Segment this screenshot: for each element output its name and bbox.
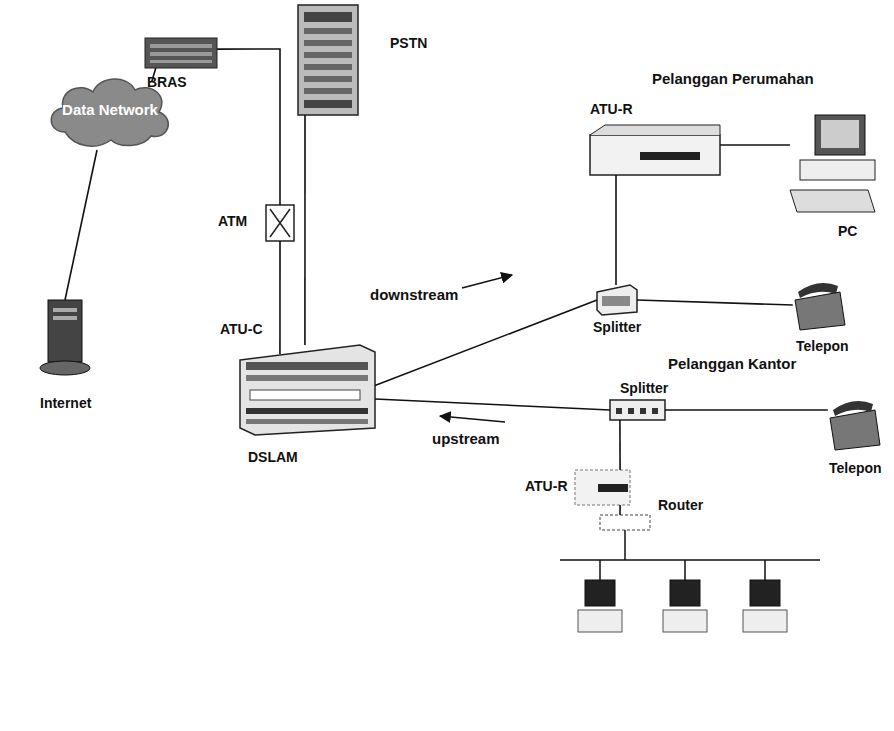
device-node: PSTN: [298, 5, 358, 115]
device-label: Internet: [40, 395, 91, 411]
device-label: Splitter: [593, 319, 641, 335]
device-node: ATU-R: [590, 125, 720, 175]
cable-connector: [375, 399, 610, 410]
cloud-label: Data Network: [62, 102, 158, 119]
device-label: ATU-C: [220, 321, 263, 337]
cable-connector: [375, 300, 597, 386]
cable-connector: [615, 175, 617, 285]
group-label: Pelanggan Kantor: [668, 355, 796, 372]
cable-connector: [720, 144, 790, 146]
group-label: Pelanggan Perumahan: [652, 70, 814, 87]
device-node: ATU-R: [575, 470, 630, 505]
device-label: ATM: [218, 213, 247, 229]
device-label: Splitter: [620, 380, 668, 396]
office-lan: [560, 530, 820, 580]
device-label: Router: [658, 497, 703, 513]
office-pc: [578, 580, 622, 632]
device-label: BRAS: [147, 74, 187, 90]
device-node: Splitter: [597, 285, 637, 315]
pc-computer: [790, 115, 875, 212]
internet-server: [40, 300, 90, 375]
dslam-device: [240, 345, 375, 435]
device-node: Splitter: [610, 400, 665, 420]
device-node: BRAS: [145, 38, 217, 68]
device-label: PSTN: [390, 35, 427, 51]
cable-connector: [637, 300, 793, 305]
device-node: Internet: [40, 300, 90, 375]
direction-label: upstream: [432, 430, 500, 447]
router-device: [600, 515, 650, 530]
cable-connector: [279, 241, 281, 354]
upstream-arrow: [440, 416, 505, 422]
device-node: Telepon: [790, 280, 845, 330]
device-label: Telepon: [796, 338, 849, 354]
cable-connector: [65, 150, 97, 300]
atm-switch: [266, 205, 294, 241]
device-node: ATU-CDSLAM: [240, 345, 375, 435]
device-label: ATU-R: [590, 101, 633, 117]
office-pc: [743, 580, 787, 632]
device-label: Telepon: [829, 460, 882, 476]
device-node: ATM: [266, 205, 294, 241]
telephone: [795, 283, 845, 330]
device-label: PC: [838, 223, 857, 239]
direction-label: downstream: [370, 286, 458, 303]
cable-connector: [665, 409, 828, 411]
splitter-device: [610, 400, 665, 420]
pstn-rack: [298, 5, 358, 115]
device-node: Router: [600, 515, 650, 530]
device-label: DSLAM: [248, 449, 298, 465]
modem-device: [590, 125, 720, 175]
downstream-arrow: [462, 275, 512, 288]
splitter-device: [597, 285, 637, 315]
modem-device: [575, 470, 630, 505]
device-node: Telepon: [825, 400, 880, 450]
cable-connector: [619, 505, 621, 515]
device-label: ATU-R: [525, 478, 568, 494]
office-pc: [663, 580, 707, 632]
bras-device: [145, 38, 217, 68]
cable-connector: [619, 420, 621, 470]
cable-connector: [304, 115, 306, 345]
cable-connector: [217, 49, 280, 205]
device-node: PC: [790, 115, 875, 215]
telephone: [830, 401, 880, 450]
